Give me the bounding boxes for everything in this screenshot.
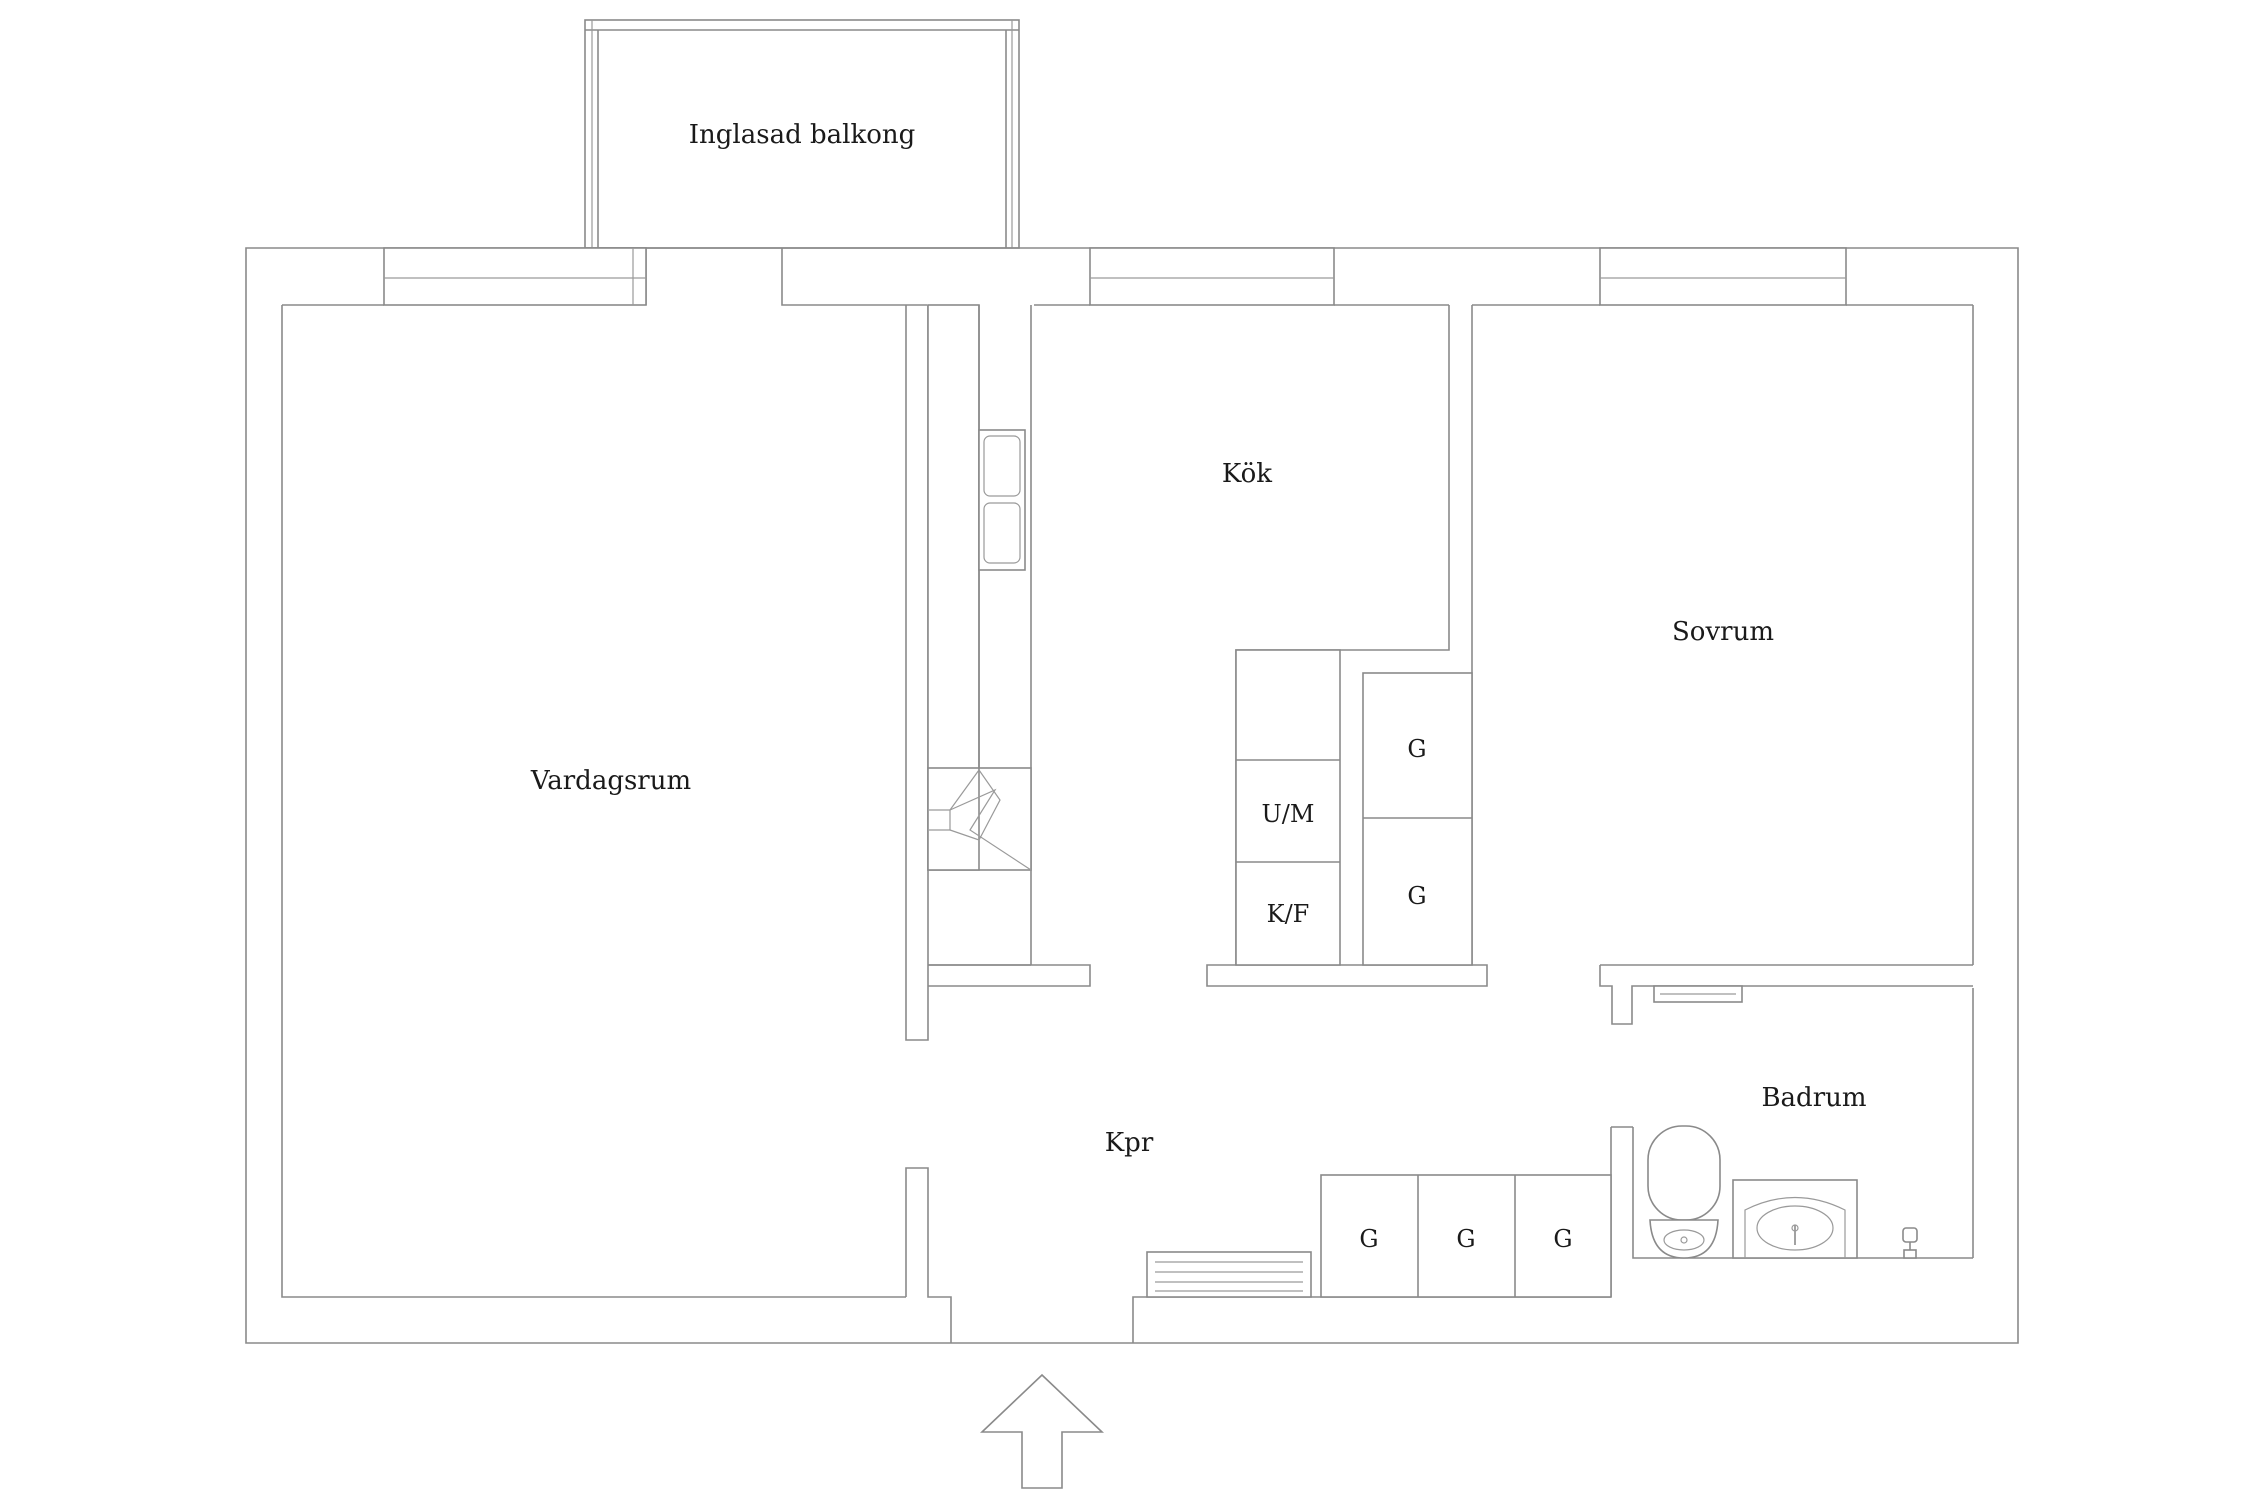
hall-wardrobes (1320, 1174, 1612, 1298)
wardrobe-label: G (1407, 882, 1426, 910)
entrance-arrow-icon (979, 1373, 1105, 1489)
wardrobe-label: G (1359, 1225, 1378, 1253)
appliance-column (1235, 649, 1341, 966)
room-label-bedroom: Sovrum (1672, 617, 1774, 647)
wardrobe-label: G (1456, 1225, 1475, 1253)
room-label-kitchen: Kök (1222, 459, 1272, 489)
toilet-icon (1647, 1125, 1721, 1259)
room-label-balcony: Inglasad balkong (689, 120, 915, 150)
room-label-hall: Kpr (1105, 1128, 1154, 1158)
windows (383, 247, 1847, 306)
room-label-living-room: Vardagsrum (530, 766, 691, 796)
kitchen-wardrobes (1362, 672, 1473, 966)
sink-icon (978, 429, 1026, 571)
appliance-label-fridge-freezer: K/F (1267, 900, 1310, 928)
floor-drain-icon (1902, 1227, 1918, 1259)
towel-rail-icon (1653, 985, 1743, 1003)
appliance-label-dishwasher-micro: U/M (1262, 800, 1315, 828)
radiator-icon (1146, 1251, 1312, 1298)
exterior-walls (245, 247, 2019, 1344)
room-label-bathroom: Badrum (1761, 1083, 1866, 1113)
washbasin-icon (1732, 1179, 1858, 1259)
wardrobe-label: G (1407, 735, 1426, 763)
wardrobe-label: G (1553, 1225, 1572, 1253)
stove-icon (927, 767, 1032, 871)
